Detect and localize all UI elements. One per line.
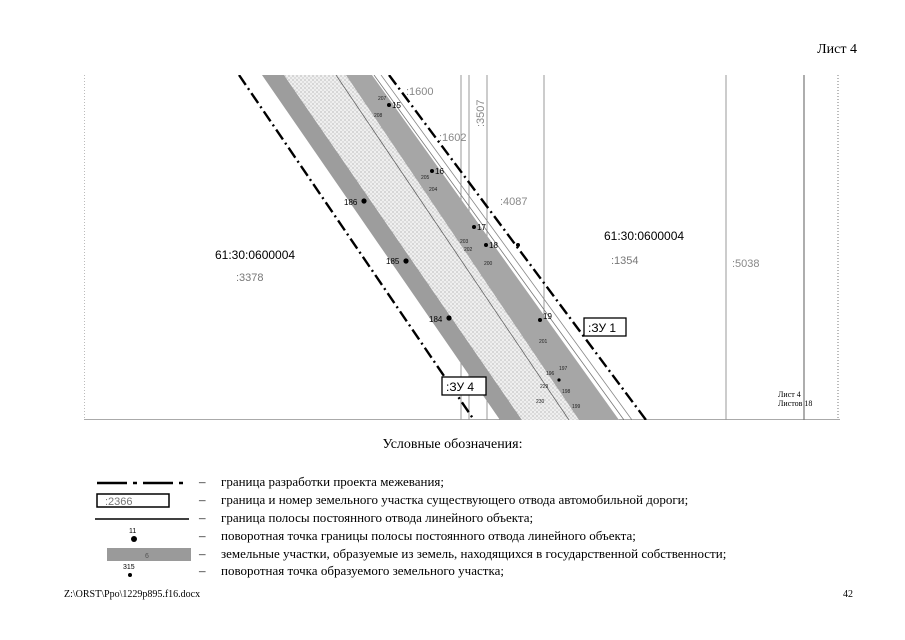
point-label: 185 — [386, 257, 400, 266]
legend-dash: – — [199, 546, 206, 561]
dash-dot-line-symbol — [95, 473, 191, 492]
legend-item: 6 – земельные участки, образуемые из зем… — [95, 545, 855, 564]
legend-text: поворотная точка границы полосы постоянн… — [221, 528, 636, 543]
legend-text: поворотная точка образуемого земельного … — [221, 563, 504, 578]
point-label: 229 — [540, 384, 549, 390]
point-label: 19 — [543, 312, 552, 321]
point-label: 197 — [559, 366, 568, 372]
point-label: 201 — [539, 339, 548, 345]
legend-text: граница полосы постоянного отвода линейн… — [221, 510, 534, 525]
solid-line-symbol — [95, 509, 191, 528]
point-label: 16 — [435, 167, 444, 176]
point-label: 203 — [460, 239, 469, 245]
parcel-label: :4087 — [500, 196, 528, 208]
parcel-point-symbol: 315 — [95, 562, 191, 581]
point-label: 198 — [562, 389, 571, 395]
parcel-number-left: 61:30:0600004 — [215, 248, 295, 262]
zu-label: :ЗУ 4 — [446, 380, 474, 394]
turning-point — [557, 378, 561, 382]
point-label: 208 — [374, 113, 383, 119]
legend-text: граница разработки проекта межевания; — [221, 474, 445, 489]
legend-item: 315 – поворотная точка образуемого земел… — [95, 562, 855, 581]
parcel-label: :1602 — [439, 132, 467, 144]
point-label: 230 — [536, 399, 545, 405]
svg-text::2366: :2366 — [105, 496, 133, 508]
turning-point — [484, 243, 488, 247]
point-label: 15 — [392, 101, 401, 110]
parcel-label: :5038 — [732, 258, 760, 270]
point-label: 186 — [344, 198, 358, 207]
legend-item: – граница разработки проекта межевания; — [95, 473, 855, 492]
parcel-sub-right: :1354 — [611, 255, 639, 267]
legend-item: – граница полосы постоянного отвода лине… — [95, 509, 855, 528]
point-label: 184 — [429, 315, 443, 324]
legend-item: 11 – поворотная точка границы полосы пос… — [95, 527, 855, 546]
point-label: 199 — [572, 404, 581, 410]
point-label: 202 — [464, 247, 473, 253]
point-label: 204 — [429, 187, 438, 193]
footer-file-path: Z:\ORST\Ppo\1229p895.f16.docx — [64, 589, 201, 600]
point-label: 207 — [378, 96, 387, 102]
state-land-symbol: 6 — [95, 545, 191, 564]
turning-point — [361, 198, 367, 204]
legend-dash: – — [199, 510, 206, 525]
turning-point — [387, 103, 391, 107]
legend-text: земельные участки, образуемые из земель,… — [221, 546, 727, 561]
legend-title: Условные обозначения: — [382, 437, 523, 452]
turning-point — [403, 258, 409, 264]
turning-point — [446, 315, 452, 321]
svg-text:315: 315 — [123, 564, 135, 571]
point-label: 17 — [477, 223, 486, 232]
legend-dash: – — [199, 474, 206, 489]
parcel-label: :3507 — [475, 99, 487, 127]
legend-dash: – — [199, 528, 206, 543]
stamp-sheet: Лист 4 — [778, 390, 801, 399]
turning-point — [472, 225, 476, 229]
point-label: 18 — [489, 241, 498, 250]
turning-point — [538, 318, 542, 322]
footer-page-number: 42 — [843, 589, 853, 600]
parcel-label: :1600 — [406, 86, 434, 98]
parcel-sub-left: :3378 — [236, 272, 264, 284]
turning-point — [516, 243, 520, 247]
cadastral-map: 61:30:0600004 :3378 61:30:0600004 :1354 … — [84, 75, 840, 420]
parcel-box-symbol: :2366 — [95, 491, 191, 510]
parcel-number-right: 61:30:0600004 — [604, 229, 684, 243]
legend-dash: – — [199, 563, 206, 578]
stamp-sheets: Листов 18 — [778, 399, 812, 408]
legend-dash: – — [199, 492, 206, 507]
sheet-label: Лист 4 — [817, 42, 857, 57]
point-label: 205 — [421, 175, 430, 181]
turning-point — [430, 169, 434, 173]
zu-label: :ЗУ 1 — [588, 321, 616, 335]
svg-text:11: 11 — [129, 528, 136, 535]
legend-text: граница и номер земельного участка сущес… — [221, 492, 689, 507]
legend-item: :2366 – граница и номер земельного участ… — [95, 491, 855, 510]
svg-text:6: 6 — [145, 553, 149, 560]
point-label: 200 — [484, 261, 493, 267]
turning-point-symbol: 11 — [95, 527, 191, 546]
point-label: 196 — [546, 371, 555, 377]
